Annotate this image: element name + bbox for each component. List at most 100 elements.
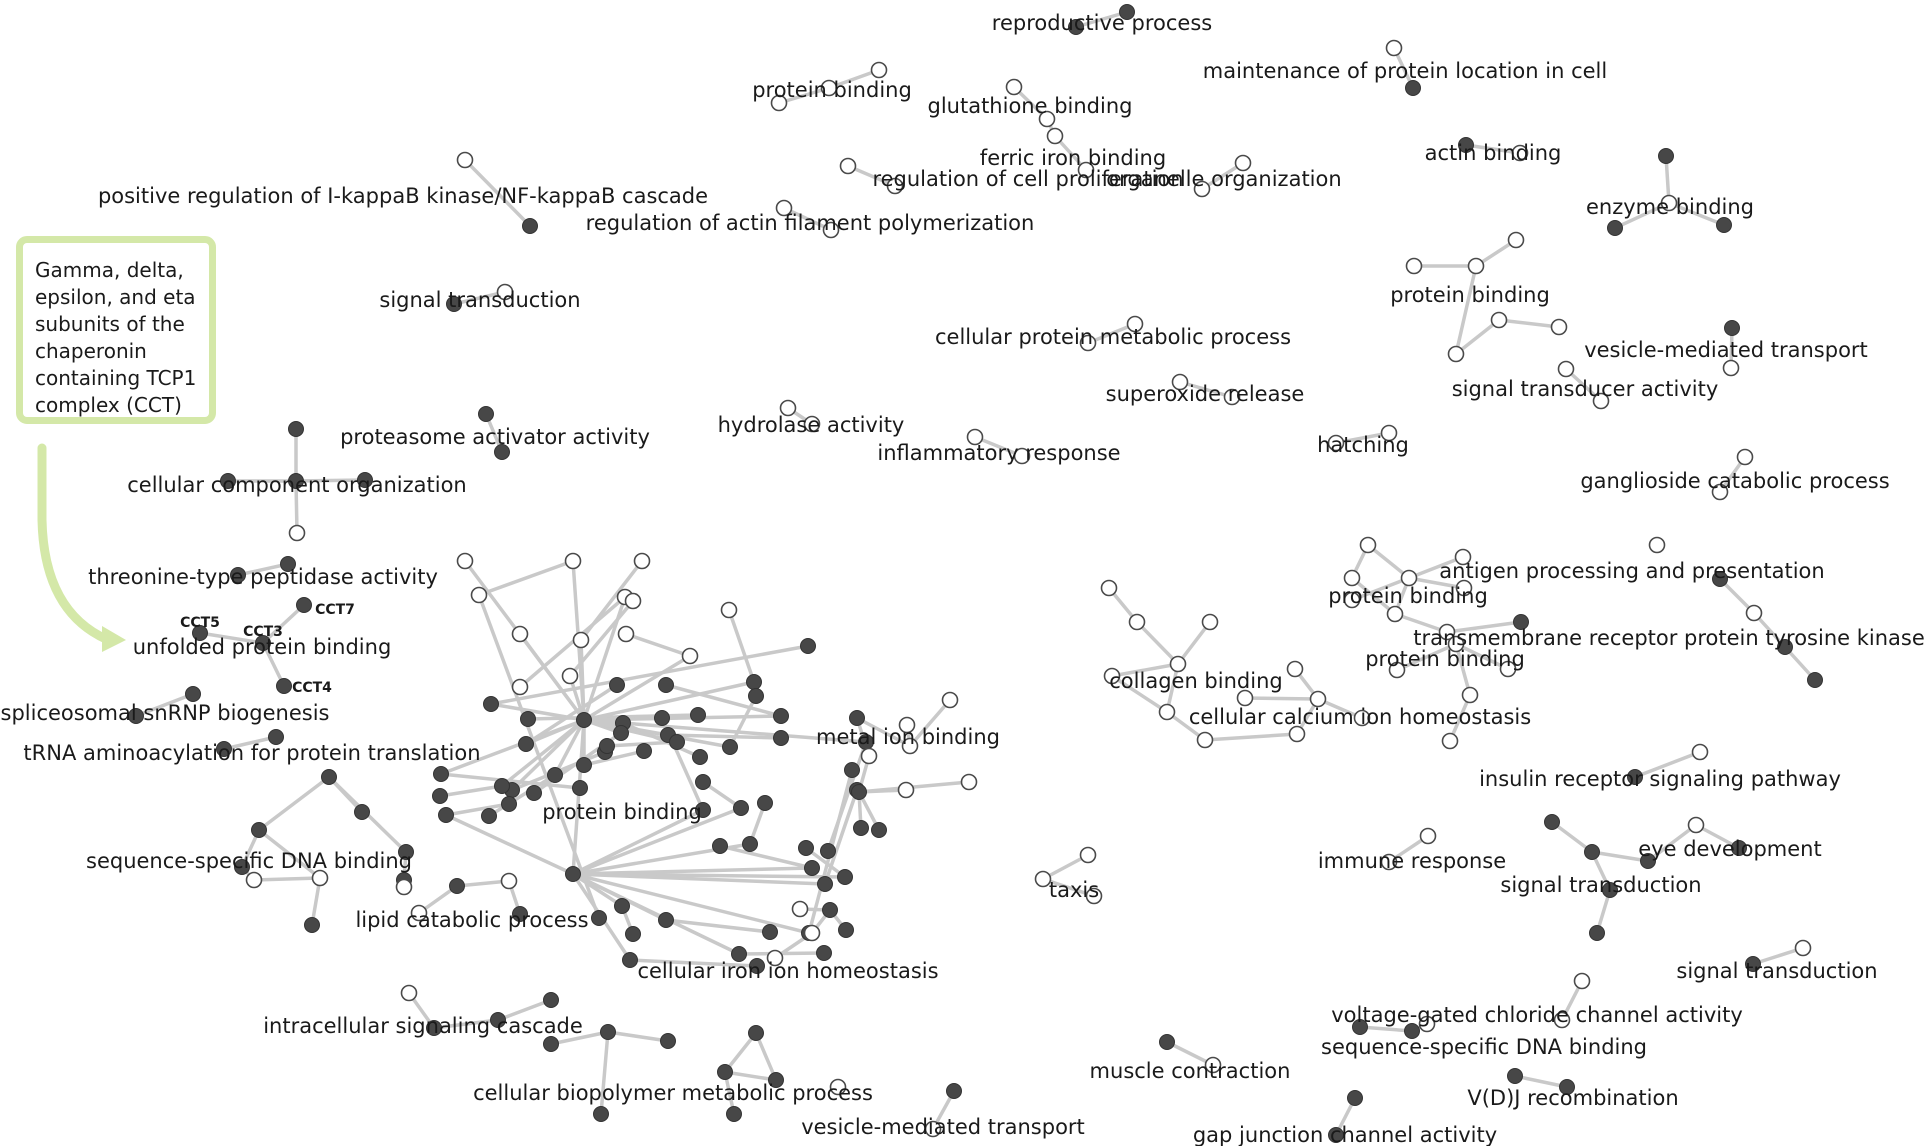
network-edge [1110,674,1169,714]
open-node [791,900,809,918]
open-node [311,869,329,887]
node-label: V(D)J recombination [1467,1086,1678,1110]
open-node [1405,257,1423,275]
network-edge [582,654,692,722]
network-edge [1448,693,1472,743]
open-node [1447,635,1465,653]
node-label: signal transduction [1500,873,1701,897]
open-node [770,94,788,112]
filled-node [742,836,758,852]
network-edge [524,683,619,746]
network-edge [222,735,278,751]
open-node [886,177,904,195]
network-edge [1366,543,1411,580]
open-node [1467,257,1485,275]
network-edge [571,872,668,922]
network-edge [1751,946,1805,966]
network-edge [444,813,575,876]
filled-node [1347,1090,1363,1106]
filled-node [654,710,670,726]
network-edge [1041,853,1090,881]
filled-node [288,473,304,489]
open-node [456,552,474,570]
filled-node [1507,1068,1523,1084]
filled-node [658,677,674,693]
network-edge [1454,642,1472,697]
callout-line: epsilon, and eta [35,285,196,309]
open-node [1550,318,1568,336]
filled-node [1724,320,1740,336]
network-edge [1165,1040,1215,1067]
filled-node [1584,844,1600,860]
node-label: gap junction channel activity [1193,1123,1497,1146]
node-label: tRNA aminoacylation for protein translat… [23,741,480,765]
network-edge [727,608,756,684]
network-edge [1350,576,1397,616]
filled-node [946,1083,962,1099]
node-label: insulin receptor signaling pathway [1479,767,1841,791]
filled-node [591,910,607,926]
open-node [1038,110,1056,128]
node-label: cellular biopolymer metabolic process [473,1081,873,1105]
filled-node [432,788,448,804]
open-node [1327,434,1345,452]
network-edge [1086,322,1137,345]
filled-node [251,822,267,838]
filled-node [1159,1034,1175,1050]
filled-node [1640,853,1656,869]
filled-node [185,686,201,702]
node-label: hatching [1317,433,1409,457]
open-node [960,773,978,791]
open-node [1079,334,1097,352]
filled-node [1589,925,1605,941]
open-node [1557,360,1575,378]
filled-node [1627,769,1643,785]
open-node [803,924,821,942]
filled-node [817,876,833,892]
open-node [839,157,857,175]
network-edge [1550,820,1594,854]
network-edge [553,718,586,777]
node-label: cellular component organization [127,473,467,497]
filled-node [749,958,765,974]
open-node [1005,78,1023,96]
filled-node [636,743,652,759]
network-edge [1203,732,1299,742]
filled-node [1068,19,1084,35]
network-edge [438,784,504,798]
filled-node [494,778,510,794]
network-edge [432,1018,500,1030]
node-label: antigen processing and presentation [1439,559,1824,583]
filled-node [1513,614,1529,630]
open-node [1169,655,1187,673]
node-label: inflammatory response [877,441,1120,465]
network-edge [823,788,859,886]
network-edge [1613,201,1671,230]
network-edge [1667,201,1726,227]
filled-node [599,738,615,754]
network-edge [718,844,814,870]
network-edge [489,644,810,706]
node-label: cellular iron ion homeostasis [637,959,938,983]
network-edge [452,290,507,306]
node-label: sequence-specific DNA binding [1321,1035,1647,1059]
filled-node [690,707,706,723]
callout-line: chaperonin [35,339,147,363]
filled-node [268,729,284,745]
network-edge [1407,555,1465,580]
filled-node [446,296,462,312]
open-node [897,781,915,799]
network-edge [723,1070,778,1082]
network-edge [664,683,783,718]
network-edge [571,808,705,876]
filled-node [357,472,373,488]
filled-node [838,922,854,938]
network-edge [294,478,367,483]
filled-node [543,992,559,1008]
open-node [1499,660,1517,678]
open-node [511,625,529,643]
open-node [1085,887,1103,905]
node-label: protein binding [1365,647,1525,671]
network-edge [439,718,586,776]
